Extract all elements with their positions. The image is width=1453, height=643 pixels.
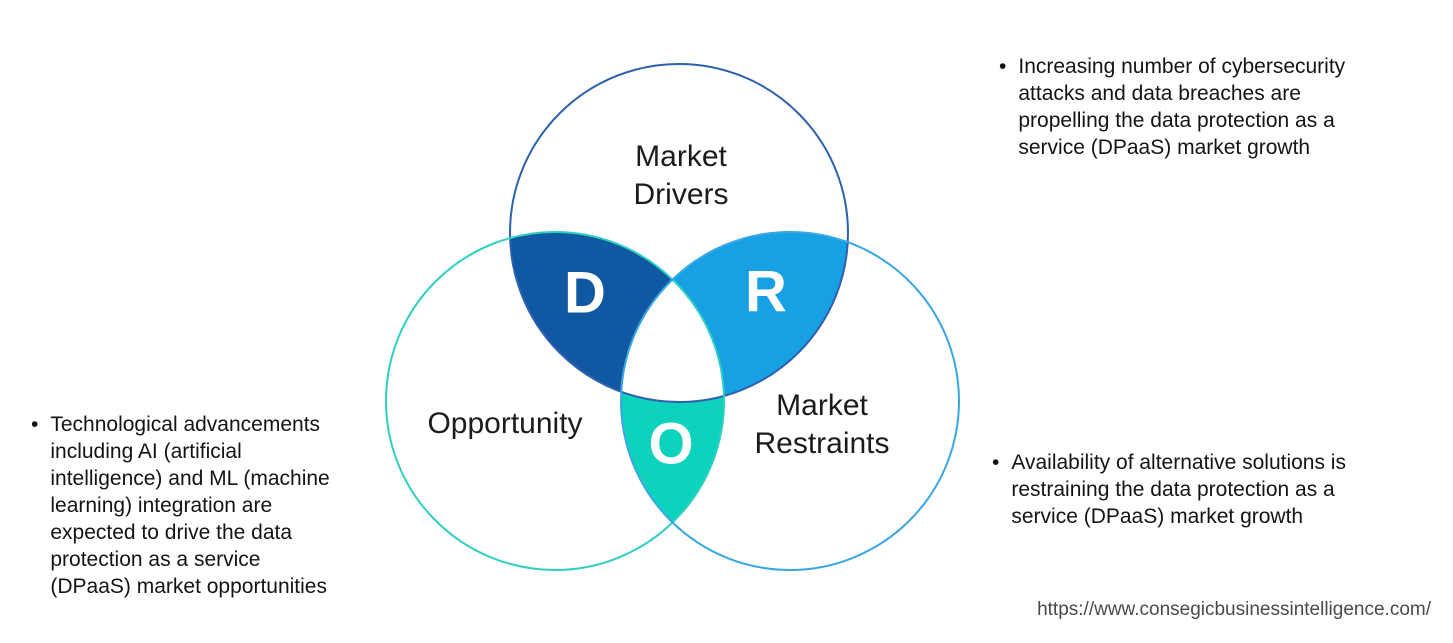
letter-d: D — [564, 260, 606, 326]
opportunity-note-line: intelligence) and ML (machine — [50, 467, 330, 490]
circle-restraints-outline — [620, 231, 960, 571]
opportunity-note: • Technological advancements including A… — [31, 411, 330, 600]
opportunity-label: Opportunity — [427, 407, 583, 440]
restraints-label-line1: Market — [776, 389, 868, 422]
restraint-note-line: Availability of alternative solutions is — [1011, 451, 1346, 474]
opportunity-note-line: learning) integration are — [50, 494, 273, 517]
opportunity-note-line: expected to drive the data — [50, 521, 293, 544]
letter-o: O — [648, 411, 694, 477]
circle-opportunity-outline — [385, 231, 725, 571]
restraint-note: • Availability of alternative solutions … — [992, 449, 1346, 530]
driver-note-line: attacks and data breaches are — [1018, 82, 1301, 105]
driver-note-line: propelling the data protection as a — [1018, 109, 1335, 132]
restraint-note-line: service (DPaaS) market growth — [1011, 505, 1304, 528]
restraints-label: Market Restraints — [754, 387, 889, 463]
restraints-label-line2: Restraints — [754, 427, 890, 460]
drivers-label-line2: Drivers — [633, 178, 729, 211]
drivers-label: Market Drivers — [634, 138, 729, 214]
bullet-marker: • — [31, 413, 39, 436]
restraint-note-line: restraining the data protection as a — [1011, 478, 1335, 501]
driver-note: • Increasing number of cybersecurity att… — [999, 53, 1345, 161]
source-url-link[interactable]: https://www.consegicbusinessintelligence… — [1037, 599, 1431, 620]
opportunity-note-line: protection as a service — [50, 548, 261, 571]
driver-note-line: service (DPaaS) market growth — [1018, 136, 1311, 159]
driver-note-line: Increasing number of cybersecurity — [1018, 55, 1346, 78]
triple-intersection — [621, 279, 724, 402]
opportunity-note-line: (DPaaS) market opportunities — [50, 575, 327, 598]
letter-r: R — [745, 259, 787, 325]
bullet-marker: • — [992, 451, 1000, 474]
circle-drivers-outline — [509, 63, 849, 403]
opportunity-note-line: Technological advancements — [50, 413, 321, 436]
opportunity-note-line: including AI (artificial — [50, 440, 242, 463]
drivers-label-line1: Market — [635, 140, 727, 173]
bullet-marker: • — [999, 55, 1007, 78]
